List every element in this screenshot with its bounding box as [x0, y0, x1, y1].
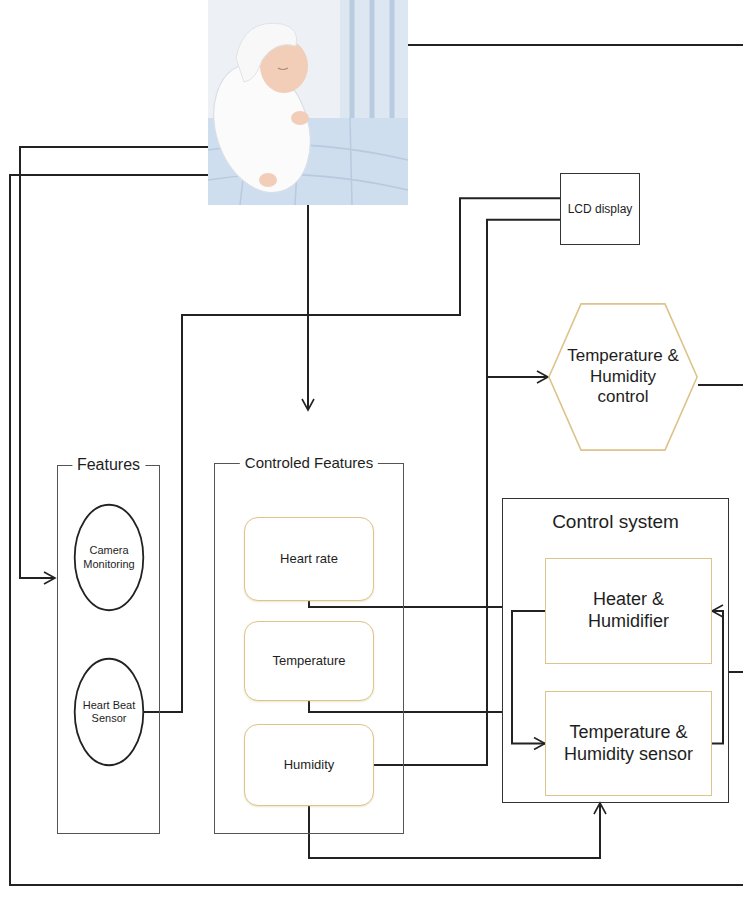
group-box: Controled FeaturesHeart rateTemperatureH…	[214, 463, 404, 834]
node-label: Camera Monitoring	[74, 544, 144, 570]
ellipse-outline	[75, 659, 144, 765]
connector	[374, 377, 548, 765]
node-label: Temperature	[265, 653, 354, 669]
crib-bar	[350, 0, 355, 118]
feature-circle: Heart Beat Sensor	[74, 658, 144, 766]
process-box: Temperature & Humidity sensor	[545, 691, 712, 796]
process-box: Heart rate	[244, 517, 374, 601]
group-box: FeaturesCamera MonitoringHeart Beat Sens…	[57, 465, 160, 834]
connector	[144, 198, 560, 712]
node-label: Heart rate	[272, 551, 346, 567]
process-box: Humidity	[244, 724, 374, 806]
system-box: Control systemHeater & HumidifierTempera…	[502, 498, 729, 803]
connector	[309, 701, 502, 712]
connector	[309, 803, 600, 858]
node-label: Heart Beat Sensor	[74, 699, 144, 725]
control-hexagon: Temperature & Humidity control	[548, 303, 698, 451]
process-box: Temperature	[244, 621, 374, 701]
ellipse-outline	[75, 505, 144, 611]
wire	[307, 205, 309, 410]
baby-photo	[198, 0, 408, 205]
crib-bar	[370, 0, 375, 118]
wire	[10, 175, 743, 885]
baby-hat	[236, 23, 297, 82]
node-label: Temperature & Humidity control	[548, 346, 698, 407]
wire	[698, 384, 743, 386]
group-heading: Control system	[547, 511, 684, 534]
group-heading: Controled Features	[240, 454, 378, 472]
baby-hand	[291, 111, 309, 125]
wire	[729, 671, 743, 673]
connector	[309, 601, 502, 607]
connector	[712, 611, 723, 744]
node-label: Heater & Humidifier	[546, 589, 711, 632]
process-box: Heater & Humidifier	[545, 558, 712, 664]
wire	[408, 44, 743, 46]
baby-hand	[259, 173, 277, 187]
connector	[374, 220, 560, 765]
crib-panel	[340, 0, 408, 120]
hexagon-outline	[549, 304, 697, 450]
group-heading: Features	[72, 455, 145, 474]
node-label: LCD display	[563, 202, 638, 216]
crib-bar	[390, 0, 395, 118]
connector	[512, 611, 545, 744]
node-label: Humidity	[276, 757, 343, 773]
feature-circle: Camera Monitoring	[74, 504, 144, 611]
node-label: Temperature & Humidity sensor	[546, 722, 711, 765]
baby-eye	[278, 68, 288, 70]
display-box: LCD display	[560, 173, 640, 245]
wires	[10, 45, 743, 885]
